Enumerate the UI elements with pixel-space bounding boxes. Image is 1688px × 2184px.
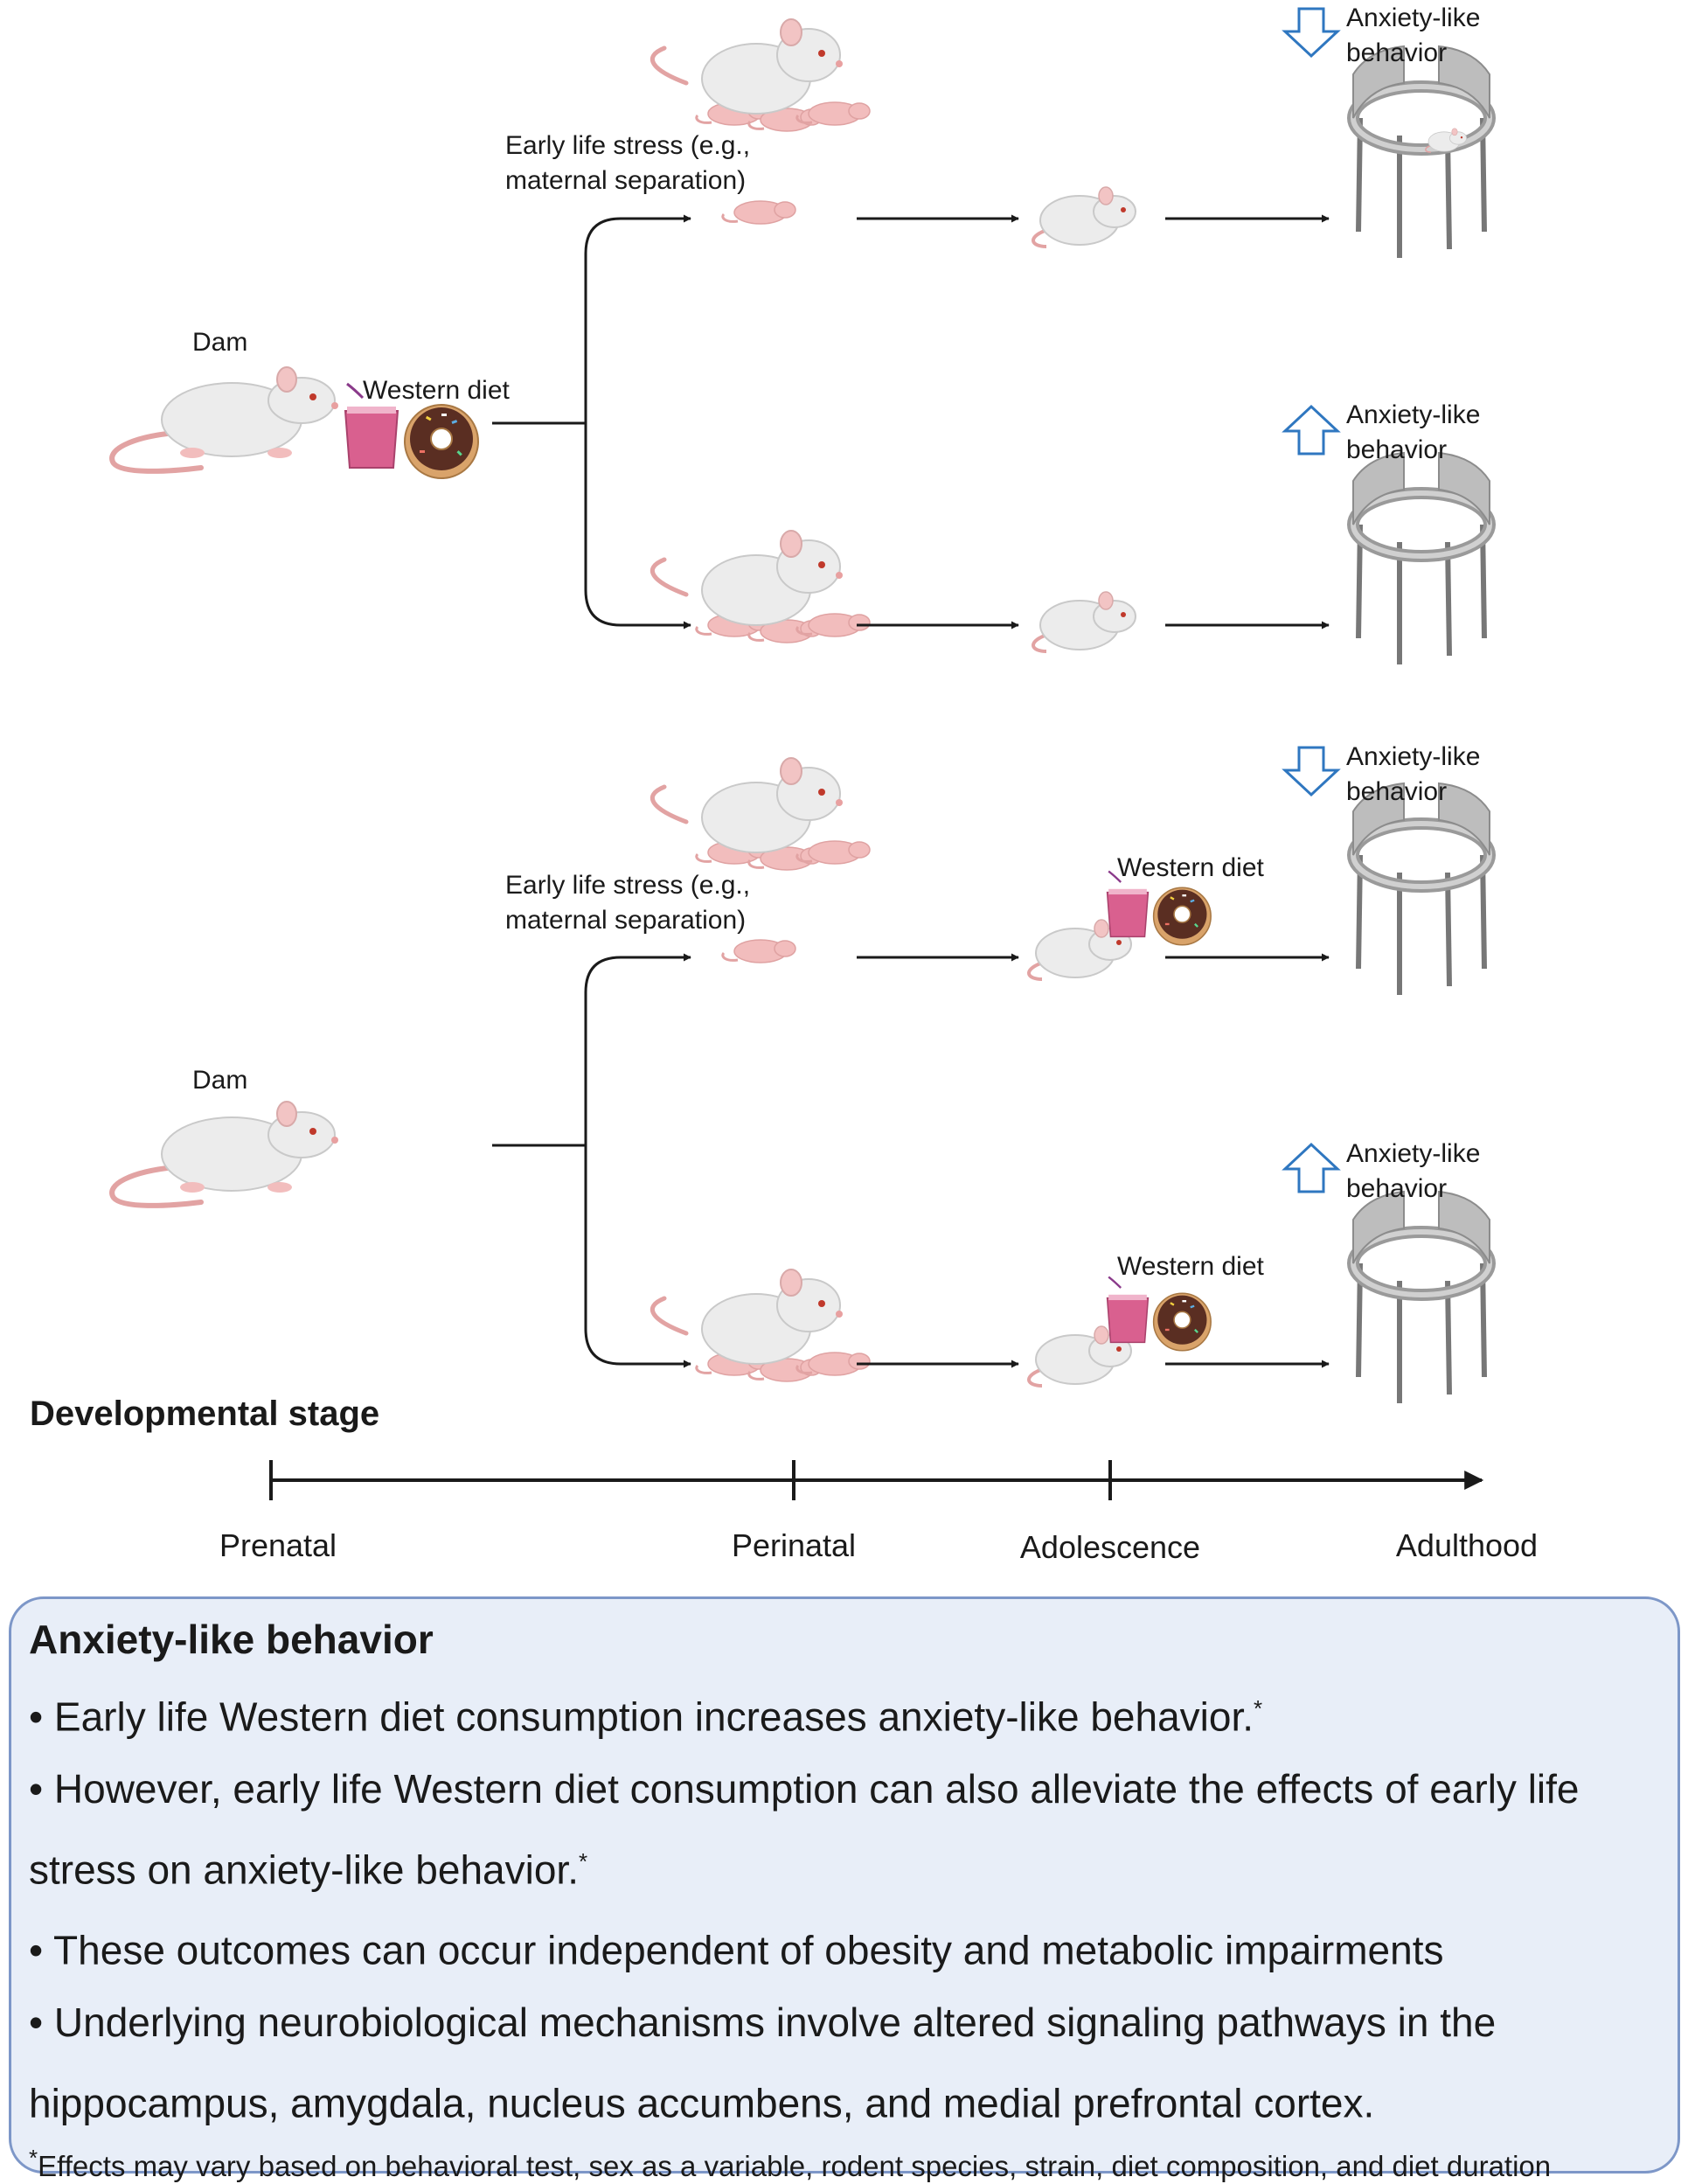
bottom-stress-label-2: maternal separation) <box>505 906 746 935</box>
bottom-lower-arrow-up-icon <box>1283 1143 1339 1193</box>
top-stress-nest <box>652 19 870 131</box>
summary-bullet: • These outcomes can occur independent o… <box>29 1906 1660 1986</box>
top-separated-pup <box>721 199 797 226</box>
top-upper-outcome-2: behavior <box>1346 38 1447 67</box>
top-lower-maze <box>1353 453 1490 664</box>
bottom-lower-outcome-1: Anxiety-like <box>1346 1139 1480 1168</box>
bottom-dam-rodent <box>112 1102 338 1206</box>
bottom-lower-maze <box>1353 1192 1490 1403</box>
summary-bullet: • Underlying neurobiological mechanisms … <box>29 1986 1660 2139</box>
bottom-lower-diet-label: Western diet <box>1117 1252 1265 1281</box>
bottom-panel: Dam Early life stress (e.g., maternal se… <box>112 742 1490 1403</box>
footnote-text: Effects may vary based on behavioral tes… <box>38 2149 1552 2182</box>
bottom-upper-diet-icon <box>1106 870 1212 946</box>
bottom-branch-lower <box>584 1145 691 1368</box>
summary-heading: Anxiety-like behavior <box>29 1617 434 1662</box>
bottom-separated-pup <box>721 938 797 964</box>
top-lower-arrow-up-icon <box>1283 405 1339 456</box>
timeline-stage-adolescence: Adolescence <box>1020 1529 1200 1565</box>
summary-bullet: • Early life Western diet consumption in… <box>29 1673 1660 1753</box>
top-dam-diet-label: Western diet <box>363 376 511 405</box>
top-lower-outcome-2: behavior <box>1346 435 1447 464</box>
timeline: Developmental stage Prenatal Perinatal A… <box>30 1395 1538 1565</box>
footnote-mark: * <box>29 2144 38 2171</box>
bottom-upper-diet-label: Western diet <box>1117 853 1265 882</box>
bottom-lower-diet-icon <box>1106 1276 1212 1352</box>
timeline-title: Developmental stage <box>30 1395 379 1433</box>
top-branch-upper <box>584 214 691 423</box>
bottom-dam-label: Dam <box>192 1066 247 1095</box>
bottom-upper-outcome-1: Anxiety-like <box>1346 742 1480 771</box>
top-lower-adolescent <box>1032 590 1137 653</box>
summary-bullet-text: • Early life Western diet consumption in… <box>29 1693 1254 1739</box>
top-upper-adolescent <box>1032 185 1137 248</box>
bottom-stress-label-1: Early life stress (e.g., <box>505 871 750 900</box>
summary-panel: Anxiety-like behavior • Early life Weste… <box>9 1596 1680 2182</box>
top-lower-outcome-1: Anxiety-like <box>1346 400 1480 429</box>
bottom-stress-nest <box>652 758 870 870</box>
bottom-upper-outcome-2: behavior <box>1346 777 1447 806</box>
summary-bullet-text: • Underlying neurobiological mechanisms … <box>29 2000 1497 2126</box>
summary-footnote: *Effects may vary based on behavioral te… <box>29 2140 1660 2184</box>
timeline-stage-adulthood: Adulthood <box>1396 1527 1538 1563</box>
bottom-upper-arrow-down-icon <box>1283 746 1339 796</box>
summary-bullet-mark: * <box>578 1847 588 1874</box>
bottom-upper-maze <box>1353 783 1490 995</box>
top-panel: Dam Western diet Early life stress (e.g.… <box>112 3 1490 664</box>
top-branch-lower <box>584 423 691 629</box>
top-dam-label: Dam <box>192 328 247 357</box>
top-upper-maze <box>1353 46 1490 258</box>
summary-bullet-text: • However, early life Western diet consu… <box>29 1765 1580 1893</box>
top-upper-outcome-1: Anxiety-like <box>1346 3 1480 32</box>
top-stress-label-1: Early life stress (e.g., <box>505 131 750 160</box>
summary-bullet: • However, early life Western diet consu… <box>29 1753 1660 1906</box>
top-dam-rodent <box>112 367 338 471</box>
bottom-lower-outcome-2: behavior <box>1346 1174 1447 1203</box>
timeline-stage-prenatal: Prenatal <box>219 1527 337 1563</box>
bottom-branch-upper <box>584 953 691 1145</box>
top-upper-arrow-down-icon <box>1283 7 1339 58</box>
summary-bullet-text: • These outcomes can occur independent o… <box>29 1927 1444 1973</box>
diagram: Dam Western diet Early life stress (e.g.… <box>30 3 1538 1565</box>
summary-bullet-mark: * <box>1254 1694 1263 1721</box>
timeline-stage-perinatal: Perinatal <box>732 1527 856 1563</box>
top-stress-label-2: maternal separation) <box>505 166 746 195</box>
